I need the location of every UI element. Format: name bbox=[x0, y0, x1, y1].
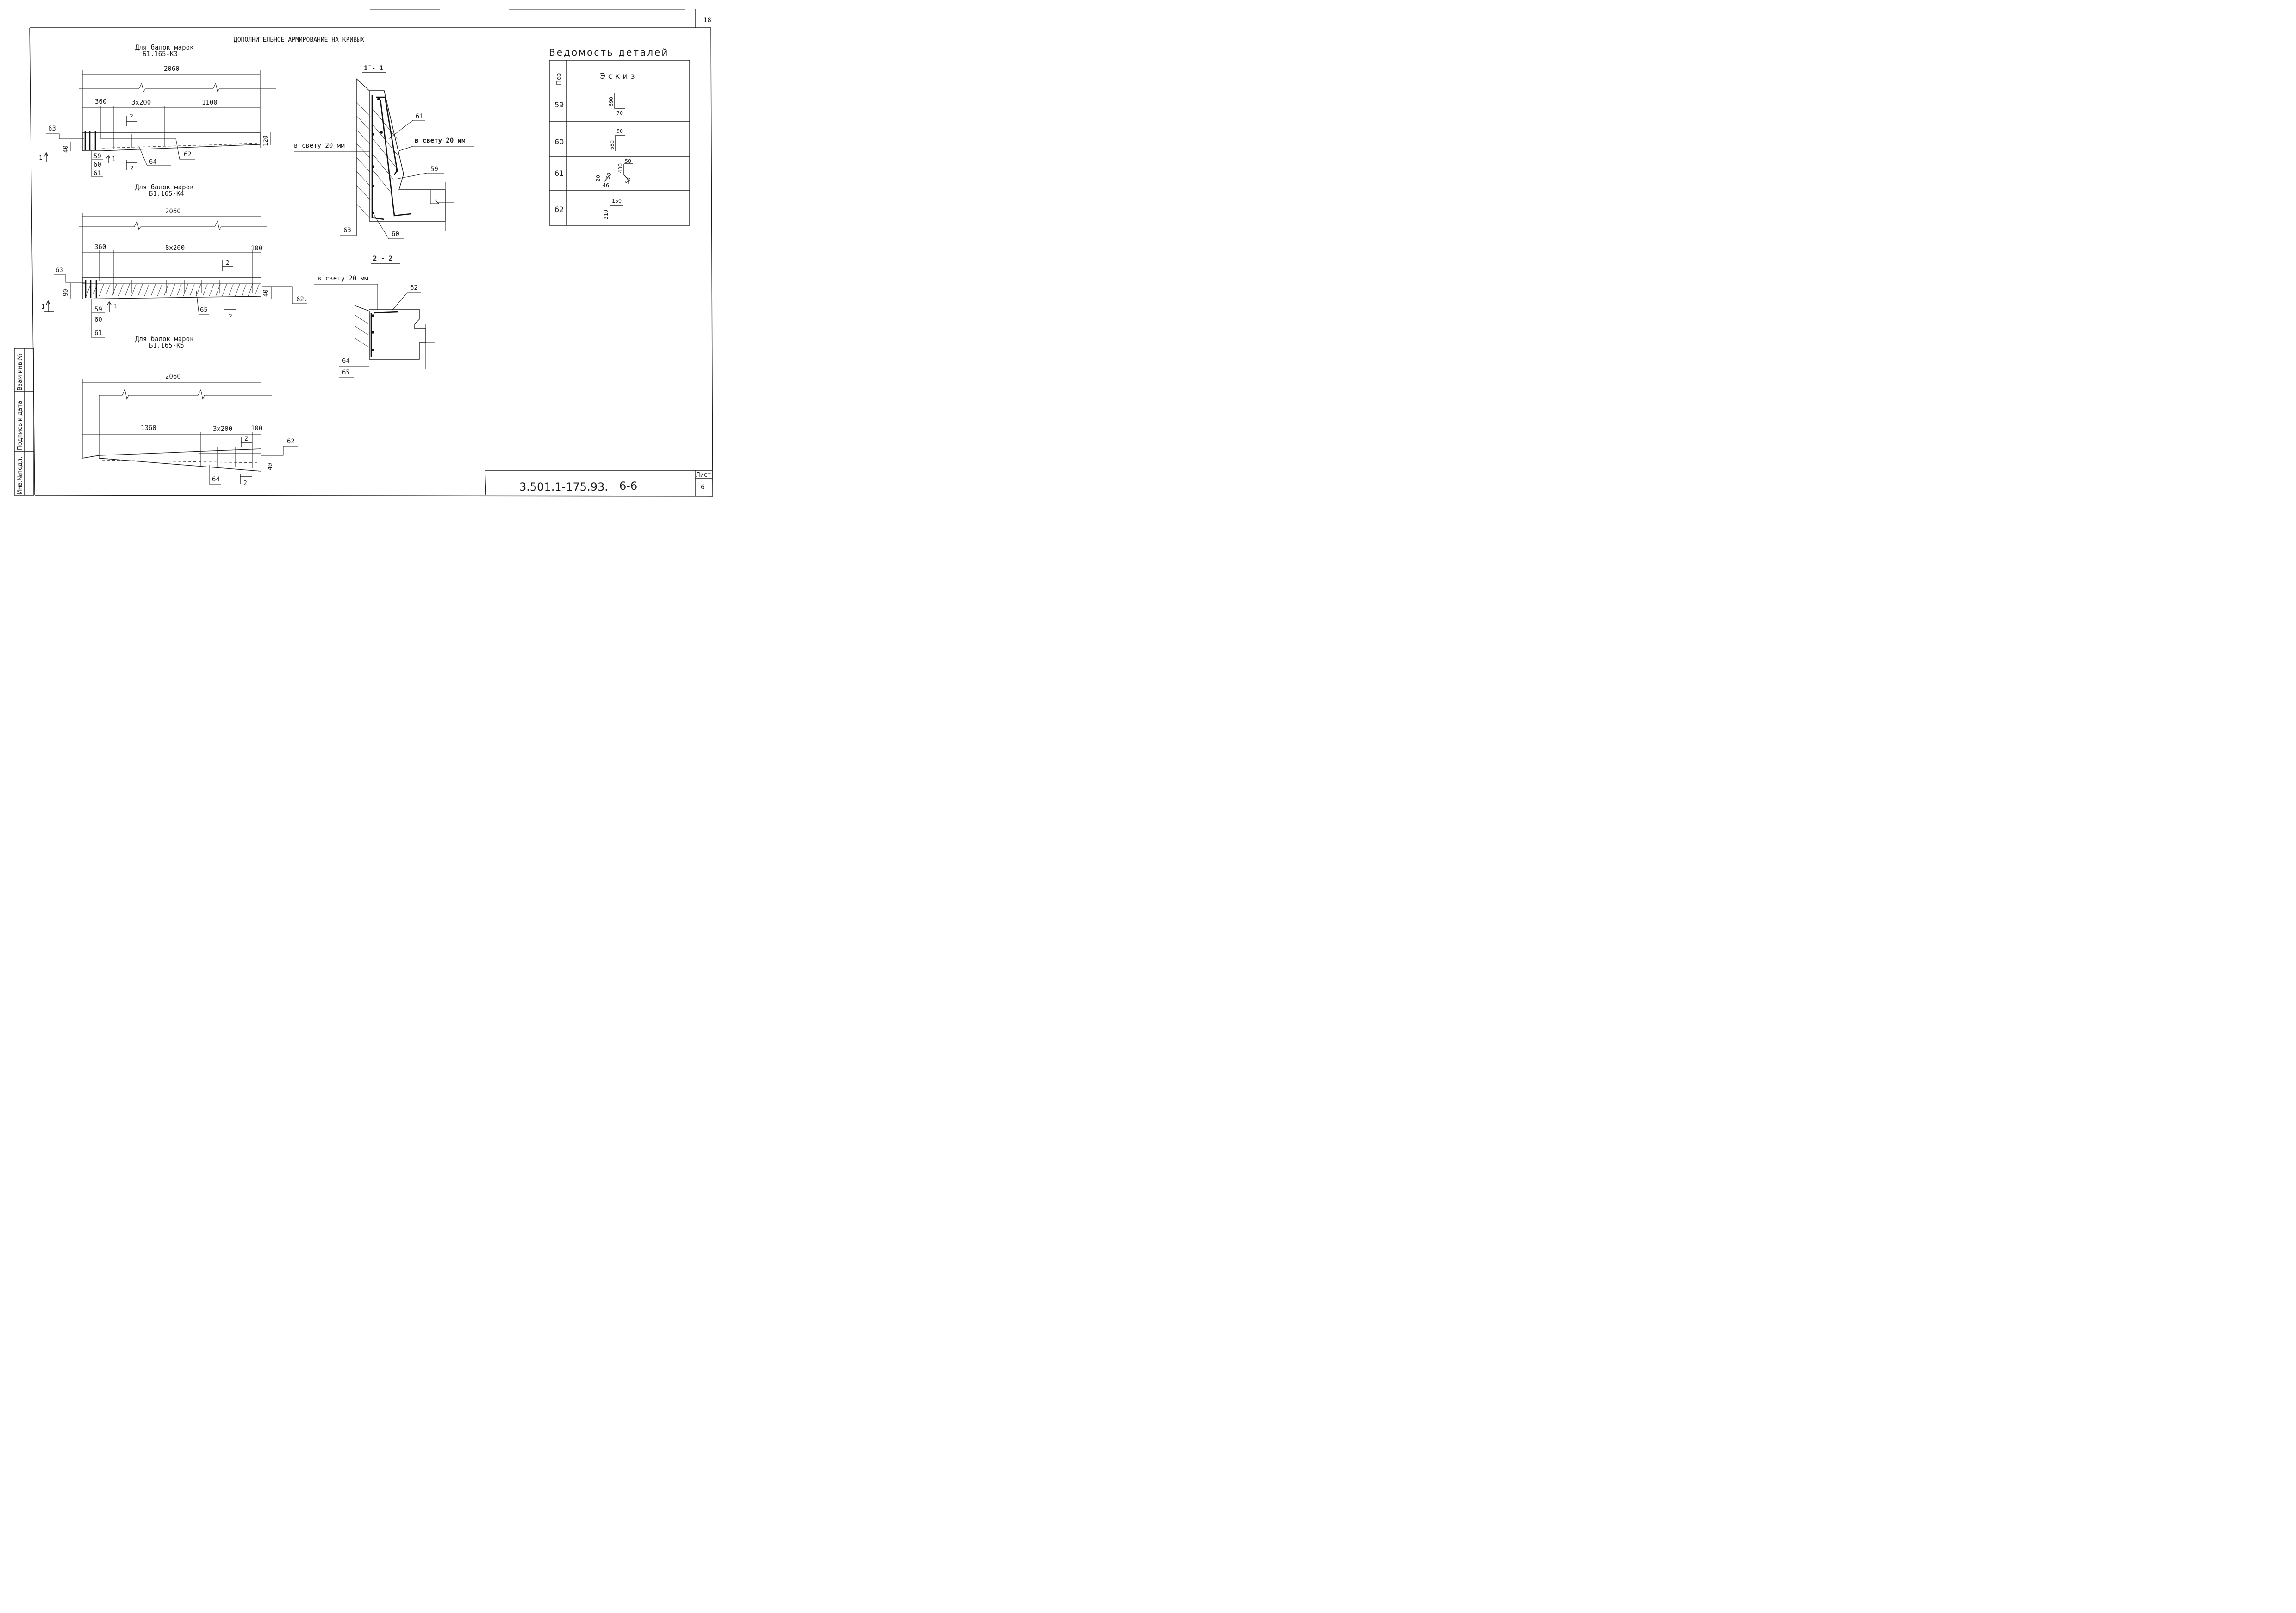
details-row-60-pos: 60 bbox=[554, 137, 564, 146]
beam-k3-stack-60: 60 bbox=[93, 161, 101, 168]
beam-k3-dim-c: 1100 bbox=[202, 99, 218, 106]
details-row-61-dim-50b: 50 bbox=[624, 176, 632, 185]
beam-k4-dim-a: 360 bbox=[94, 243, 106, 251]
sheet-number: 6 bbox=[701, 484, 705, 491]
drawing-sheet: 18 ДОПОЛНИТЕЛЬНОЕ АРМИРОВАНИЕ НА КРИВЫХ … bbox=[14, 9, 713, 497]
section-1-1-tag-60: 60 bbox=[392, 230, 399, 238]
sheet-frame bbox=[29, 9, 713, 497]
section-1-1-drawing: 1ˇ- 1 в свету 20 мм в свету 20 мм 61 bbox=[294, 65, 474, 239]
beam-k4-dim-height-right: 40 bbox=[262, 289, 269, 297]
beam-k5-dim-b: 3x200 bbox=[213, 425, 232, 433]
beam-k3-dim-a: 360 bbox=[95, 98, 106, 106]
beam-k3-stack-61: 61 bbox=[93, 170, 101, 177]
beam-k4-section-1-left: 1 bbox=[41, 304, 45, 311]
section-1-1-tag-63: 63 bbox=[343, 227, 351, 234]
side-stamp-vzam: Взам.инв.№ bbox=[17, 354, 24, 391]
beam-k3-caption-line1: Для балок марок bbox=[135, 44, 194, 51]
section-1-1-gap-left: в свету 20 мм bbox=[294, 142, 345, 149]
beam-k4-stack-61: 61 bbox=[94, 330, 102, 337]
beam-k3-tag-63: 63 bbox=[48, 125, 56, 132]
beam-k3-section-1-right: 1 bbox=[112, 156, 116, 163]
beam-k5-dim-c: 100 bbox=[251, 425, 262, 432]
section-2-2-gap: в свету 20 мм bbox=[317, 275, 368, 282]
side-stamp-podpis: Подпись и дата bbox=[17, 400, 24, 450]
section-1-1-tag-61: 61 bbox=[416, 113, 423, 120]
beam-k3-dim-b: 3x200 bbox=[131, 99, 151, 106]
beam-k3-drawing: Для балок марок Б1.165-К3 2060 360 3x200… bbox=[39, 44, 276, 177]
beam-k4-caption-line1: Для балок марок bbox=[135, 184, 194, 191]
doc-part: 6-6 bbox=[619, 480, 637, 492]
beam-k4-dim-total: 2060 bbox=[165, 208, 181, 215]
details-col-pos: Поз bbox=[555, 73, 563, 85]
title-block: 3.501.1-175.93. 6-6 Лист 6 bbox=[485, 470, 713, 496]
details-row-62-dim-210: 210 bbox=[603, 210, 609, 219]
beam-k4-stack-59: 59 bbox=[94, 306, 102, 313]
beam-k4-section-2-top: 2 bbox=[226, 260, 230, 267]
beam-k4-tag-63: 63 bbox=[56, 267, 63, 274]
section-2-2-drawing: 2 - 2 в свету 20 мм 62 64 65 bbox=[314, 255, 435, 378]
details-row-62-dim-150: 150 bbox=[612, 198, 622, 204]
beam-k5-caption-line1: Для балок марок bbox=[135, 336, 194, 343]
details-row-59-pos: 59 bbox=[554, 100, 564, 109]
beam-k4-tag-62: 62. bbox=[296, 296, 308, 303]
main-title: ДОПОЛНИТЕЛЬНОЕ АРМИРОВАНИЕ НА КРИВЫХ bbox=[234, 37, 364, 44]
beam-k5-section-2-bottom: 2 bbox=[243, 480, 247, 487]
details-row-61-dim-50c: 50 bbox=[605, 172, 613, 180]
section-2-2-tag-65: 65 bbox=[342, 369, 350, 376]
beam-k4-dim-b: 8x200 bbox=[165, 244, 185, 252]
beam-k5-dim-a: 1360 bbox=[141, 424, 156, 432]
beam-k4-section-2-bottom: 2 bbox=[229, 313, 232, 320]
beam-k3-section-2-bottom: 2 bbox=[130, 165, 134, 172]
section-2-2-tag-64: 64 bbox=[342, 357, 350, 365]
beam-k4-stack-60: 60 bbox=[94, 316, 102, 324]
side-stamp-inv-podl: Инв.№подл. bbox=[17, 457, 24, 494]
details-row-61-dim-46: 46 bbox=[603, 182, 609, 188]
details-row-59-dim-690: 690 bbox=[608, 97, 614, 106]
details-table-title: Ведомость деталей bbox=[549, 47, 669, 58]
beam-k3-section-1-left: 1 bbox=[39, 155, 43, 162]
section-1-1-tag-59: 59 bbox=[430, 166, 438, 173]
beam-k3-tag-64: 64 bbox=[149, 158, 157, 166]
details-row-61-dim-430: 430 bbox=[617, 163, 623, 173]
beam-k5-dim-height-right: 40 bbox=[267, 463, 274, 470]
sheet-label: Лист bbox=[696, 472, 711, 479]
beam-k4-section-1-right: 1 bbox=[114, 303, 118, 310]
beam-k5-section-2-top: 2 bbox=[244, 436, 248, 442]
section-1-1-gap-right: в свету 20 мм bbox=[415, 137, 466, 144]
doc-code: 3.501.1-175.93. bbox=[519, 480, 608, 493]
beam-k5-tag-62: 62 bbox=[287, 438, 295, 445]
side-stamp: Инв.№подл. Подпись и дата Взам.инв.№ bbox=[14, 348, 34, 496]
beam-k4-tag-65: 65 bbox=[200, 306, 208, 314]
beam-k3-stack-59: 59 bbox=[93, 153, 101, 160]
beam-k3-caption-line2: Б1.165-К3 bbox=[143, 50, 178, 58]
beam-k4-dim-height-left: 90 bbox=[62, 289, 69, 296]
beam-k5-dim-total: 2060 bbox=[165, 373, 181, 380]
details-row-62-pos: 62 bbox=[554, 205, 564, 214]
beam-k4-drawing: Для балок марок Б1.165-К4 2060 360 8x200… bbox=[41, 184, 308, 338]
details-row-61-pos: 61 bbox=[554, 169, 564, 178]
beam-k5-drawing: Для балок марок Б1.165-К5 2060 1360 3x20… bbox=[82, 336, 298, 487]
section-2-2-tag-62: 62 bbox=[410, 284, 418, 292]
details-row-61-dim-20: 20 bbox=[595, 175, 601, 181]
details-row-61-dim-50a: 50 bbox=[625, 158, 631, 164]
beam-k5-tag-64: 64 bbox=[212, 476, 220, 483]
beam-k5-caption-line2: Б1.165-К5 bbox=[149, 342, 184, 349]
details-row-60-dim-50: 50 bbox=[616, 128, 623, 134]
section-2-2-title: 2 - 2 bbox=[373, 255, 392, 262]
beam-k4-caption-line2: Б1.165-К4 bbox=[149, 190, 184, 198]
beam-k3-dim-height-left: 40 bbox=[62, 145, 69, 153]
details-table: Ведомость деталей Поз Эскиз 59 690 70 60… bbox=[549, 47, 690, 226]
beam-k3-tag-62: 62 bbox=[184, 151, 192, 158]
beam-k3-section-2-top: 2 bbox=[130, 113, 133, 120]
top-page-number: 18 bbox=[703, 17, 711, 24]
details-row-60-dim-680: 680 bbox=[609, 140, 615, 150]
beam-k3-dim-total: 2060 bbox=[164, 65, 180, 73]
beam-k4-dim-c: 100 bbox=[251, 245, 262, 252]
details-col-sketch: Эскиз bbox=[600, 72, 638, 81]
beam-k3-dim-height-right: 120 bbox=[262, 136, 269, 146]
section-1-1-title: 1ˇ- 1 bbox=[364, 65, 383, 72]
details-row-59-dim-70: 70 bbox=[616, 110, 623, 116]
